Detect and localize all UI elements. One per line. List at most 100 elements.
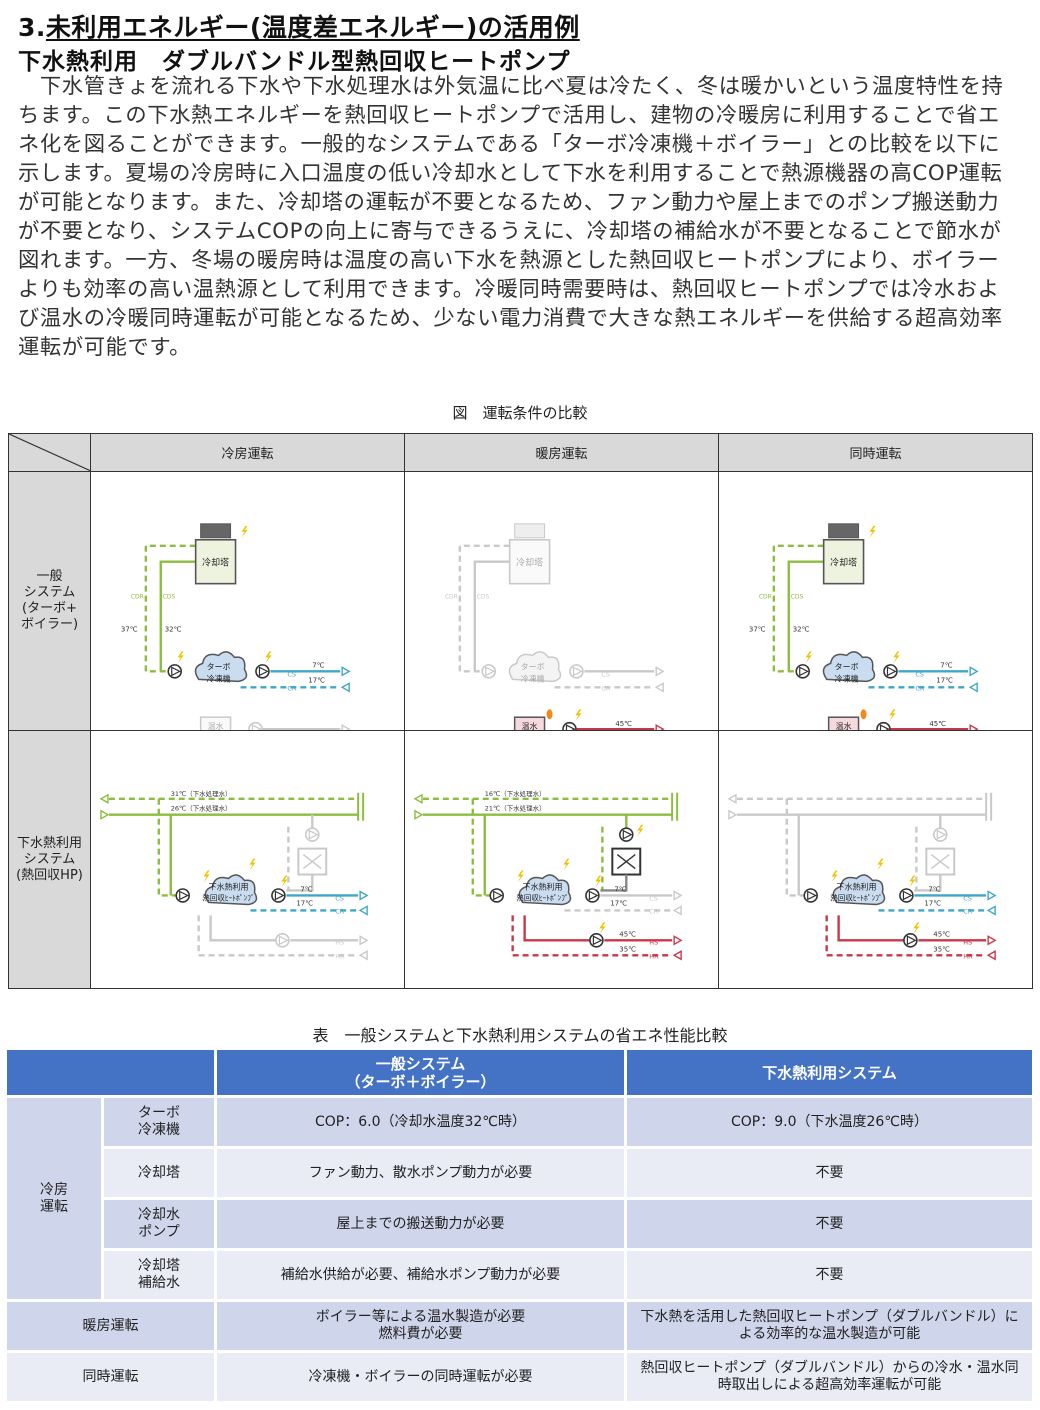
table-cell-sewage: 不要: [627, 1251, 1035, 1302]
hs-branch-pipe: [837, 915, 904, 942]
hs-label: HS: [278, 727, 287, 730]
hx-symbol-icon: [625, 854, 636, 870]
hs-label: HS: [963, 938, 972, 946]
arrow-left-icon: [358, 950, 368, 961]
row-item-label: 冷却塔 補給水: [138, 1258, 180, 1291]
table-row-item: ターボ 冷凍機: [104, 1098, 217, 1149]
pump-arrow-icon: [799, 666, 810, 677]
pump-arrow-icon: [179, 890, 190, 901]
lightning-icon: [893, 651, 900, 664]
arrow-right-icon: [655, 723, 665, 731]
temp-label: 32℃: [793, 625, 810, 633]
temp-label: 37℃: [749, 625, 766, 633]
temp-label: 7℃: [300, 886, 312, 894]
diagram-general-heating: 冷却塔CDRCDSターボ冷凍機CSCR温水ボイラーHSHR45℃35℃: [404, 470, 719, 732]
hx-link-pipe: [286, 874, 314, 892]
chiller-label: ターボ: [521, 662, 545, 671]
subsection-heading: 下水熱利用 ダブルバンドル型熱回収ヒートポンプ: [18, 49, 571, 75]
arrow-right-icon: [655, 666, 665, 677]
heat-source-unit-icon: [508, 651, 562, 683]
temp-label: 17℃: [610, 900, 627, 908]
temp-label: 45℃: [933, 931, 950, 939]
lightning-icon: [595, 875, 602, 888]
figure-corner-cell: [8, 433, 91, 472]
temp-label: 17℃: [924, 900, 941, 908]
hr-label: HR: [649, 952, 659, 960]
sewage-temp-label: 26℃（下水処理水）: [171, 804, 232, 813]
pump-arrow-icon: [171, 666, 182, 677]
cr-label: CR: [649, 908, 659, 916]
cdr-pipe: [144, 544, 216, 673]
lightning-icon: [265, 651, 272, 664]
cooling-tower-icon: [508, 538, 551, 585]
pump-arrow-icon: [278, 935, 289, 946]
arrow-left-icon: [340, 682, 350, 693]
lightning-icon: [869, 525, 876, 538]
pump-arrow-icon: [258, 666, 269, 677]
table-caption: 表 一般システムと下水熱利用システムの省エネ性能比較: [312, 1026, 728, 1045]
chiller-label: 冷凍機: [207, 673, 231, 683]
hs-label: HS: [592, 727, 601, 730]
sewage-branch-pipe: [471, 798, 490, 897]
pump-arrow-icon: [906, 935, 917, 946]
pump-arrow-icon: [886, 666, 897, 677]
cr-label: CR: [335, 908, 345, 916]
lightning-icon: [913, 922, 920, 935]
flame-icon: [860, 709, 867, 720]
pump-arrow-icon: [493, 890, 504, 901]
arrow-right-icon: [987, 890, 997, 901]
pump-arrow-icon: [879, 724, 890, 731]
cs-label: CS: [649, 895, 658, 903]
chiller-label: 冷凍機: [521, 673, 545, 683]
boiler-icon: [199, 716, 232, 731]
pump-arrow-icon: [572, 666, 583, 677]
lightning-icon: [203, 870, 210, 883]
lightning-icon: [599, 922, 606, 935]
cr-label: CR: [601, 684, 611, 692]
hr-label: HR: [335, 952, 345, 960]
hr-pipe: [511, 915, 673, 957]
sewage-temp-label: 16℃（下水処理水）: [485, 789, 546, 798]
table-cell-general: 補給水供給が必要、補給水ポンプ動力が必要: [217, 1251, 627, 1302]
row-header-general-label: 一般 システム (ターボ+ ボイラー): [20, 569, 79, 633]
lightning-icon: [909, 875, 916, 888]
lightning-icon: [563, 858, 570, 871]
heat-source-unit-icon: [822, 651, 876, 683]
hr-pipe: [825, 915, 987, 957]
heat-source-unit-icon: [518, 874, 572, 906]
arrow-left-icon: [654, 682, 664, 693]
table-cell-sewage: 熱回収ヒートポンプ（ダブルバンドル）からの冷水・温水同 時取出しによる超高効率運…: [627, 1353, 1035, 1404]
arrow-right-icon: [359, 935, 369, 946]
temp-label: 35℃: [933, 945, 950, 953]
sewage-branch-pipe: [157, 798, 176, 897]
arrow-left-icon: [968, 682, 978, 693]
pump-arrow-icon: [251, 724, 262, 731]
heating-general-text: ボイラー等による温水製造が必要 燃料費が必要: [315, 1309, 526, 1342]
arrow-left-icon: [986, 905, 996, 916]
cooling-tower-icon: [822, 538, 865, 585]
cooling-category-label: 冷房 運転: [40, 1181, 68, 1215]
hx-link-pipe: [600, 874, 628, 892]
sewage-temp-label: 31℃（下水処理水）: [171, 789, 232, 798]
cooling-tower-icon: [194, 538, 237, 585]
lightning-icon: [877, 858, 884, 871]
arrow-left-icon: [727, 793, 737, 805]
pump-arrow-icon: [485, 666, 496, 677]
temp-label: 45℃: [619, 931, 636, 939]
arrow-left-icon: [358, 905, 368, 916]
hx-symbol-icon: [311, 854, 322, 870]
pump-arrow-icon: [565, 724, 576, 731]
temp-label: 17℃: [308, 676, 325, 684]
table-header-general: 一般システム （ターボ＋ボイラー）: [217, 1050, 627, 1098]
lightning-icon: [637, 824, 644, 837]
cds-label: CDS: [163, 594, 176, 601]
arrow-right-icon: [414, 809, 424, 821]
lightning-icon: [831, 870, 838, 883]
table-row-item: 冷却塔 補給水: [104, 1251, 217, 1302]
table-cell-general: ファン動力、散水ポンプ動力が必要: [217, 1149, 627, 1200]
simultaneous-sewage-text: 熱回収ヒートポンプ（ダブルバンドル）からの冷水・温水同 時取出しによる超高効率運…: [640, 1360, 1019, 1393]
hr-label: HR: [963, 952, 973, 960]
